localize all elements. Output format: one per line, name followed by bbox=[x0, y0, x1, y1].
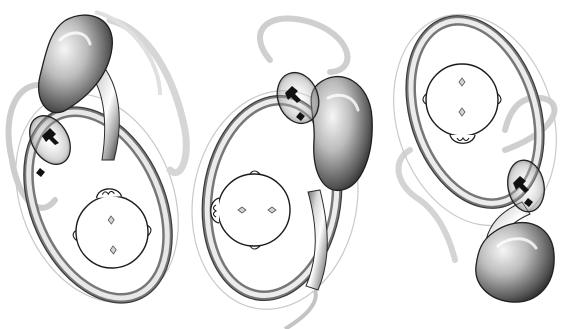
figure-right bbox=[367, 0, 569, 302]
tube-loop-ghost bbox=[260, 18, 347, 72]
resuscitator-bag bbox=[311, 77, 372, 191]
tube-loop-ghost-2 bbox=[110, 20, 186, 173]
tube-tail-ghost bbox=[285, 290, 316, 329]
baby-head-middle bbox=[211, 171, 290, 249]
baby-head-right bbox=[423, 64, 501, 143]
valve-lens bbox=[504, 157, 548, 214]
tube-loop-ghost bbox=[505, 98, 554, 150]
figure-left bbox=[0, 12, 208, 327]
tube-loop-ghost-2 bbox=[399, 150, 455, 260]
baby-head-left bbox=[70, 186, 153, 270]
figure-middle bbox=[175, 18, 375, 329]
valve-mark-2 bbox=[36, 168, 45, 177]
